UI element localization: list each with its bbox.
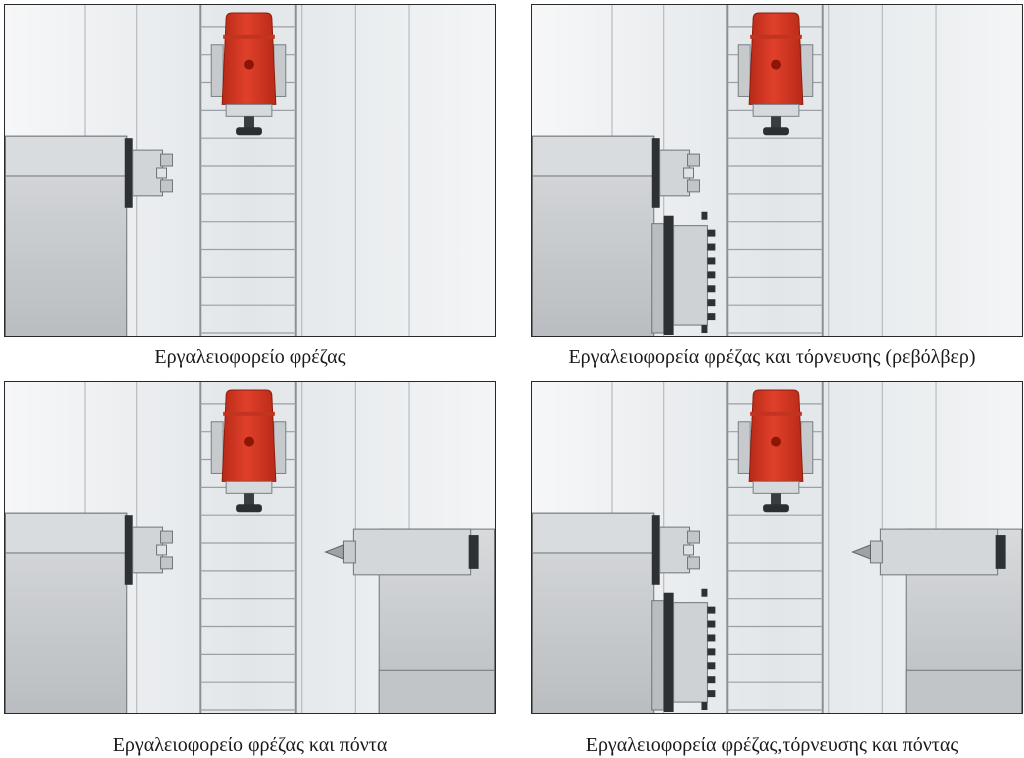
chuck-jaw-mid — [156, 544, 168, 556]
spindle-side-right — [800, 44, 814, 97]
revolver-tip-bottom — [701, 702, 708, 711]
tailstock-quill-housing — [879, 528, 999, 576]
revolver-tool-slot-2 — [707, 634, 716, 642]
spindle-collar — [752, 103, 800, 117]
revolver-tool-slot-3 — [707, 271, 716, 279]
revolver-tool-slot-1 — [707, 243, 716, 251]
revolver-tool-slot-6 — [707, 313, 716, 321]
tool-holder — [771, 493, 781, 506]
revolver-turret — [673, 225, 708, 326]
milling-tool — [236, 127, 262, 136]
milling-tool — [236, 504, 262, 513]
chuck-jaw-top — [687, 530, 700, 544]
headstock-top — [532, 135, 655, 177]
spindle-flange — [651, 515, 660, 585]
milling-magazine-drawing — [5, 5, 495, 336]
spindle-band — [750, 411, 802, 416]
tailstock-handwheel — [995, 535, 1006, 569]
milling-tool — [763, 504, 789, 513]
chuck-jaw-bottom — [687, 179, 700, 193]
tailstock-quill — [342, 540, 356, 564]
revolver-tool-slot-4 — [707, 285, 716, 293]
caption-milling-turning-tailstock: Εργαλειοφορεία φρέζας,τόρνευσης και πόντ… — [585, 734, 959, 756]
spindle-collar — [752, 480, 800, 494]
milling-spindle-head — [748, 12, 804, 105]
revolver-tool-slot-5 — [707, 299, 716, 307]
milling-spindle-head — [221, 12, 277, 105]
revolver-tool-slot-0 — [707, 606, 716, 614]
chuck-jaw-mid — [156, 167, 168, 179]
spindle-side-left — [210, 421, 224, 474]
panel-milling-tailstock — [4, 381, 496, 714]
spindle-band — [223, 411, 275, 416]
milling-spindle-head — [748, 389, 804, 482]
tailstock-base — [378, 669, 495, 713]
caption-milling-tailstock: Εργαλειοφορείο φρέζας και πόντα — [112, 734, 388, 756]
spindle-band — [750, 34, 802, 39]
tailstock-base — [905, 669, 1022, 713]
chuck-jaw-top — [687, 153, 700, 167]
chuck-jaw-bottom — [687, 556, 700, 570]
spindle-side-right — [273, 44, 287, 97]
chuck-jaw-top — [160, 153, 173, 167]
tool-holder — [244, 493, 254, 506]
revolver-tool-slot-6 — [707, 690, 716, 698]
headstock-top — [532, 512, 655, 554]
spindle-flange — [651, 138, 660, 208]
revolver-base — [651, 223, 665, 334]
milling-tool — [763, 127, 789, 136]
panel-milling-turning-tailstock — [531, 381, 1023, 714]
spindle-indicator-dot — [771, 436, 781, 447]
spindle-side-left — [737, 421, 751, 474]
revolver-tool-slot-5 — [707, 676, 716, 684]
spindle-side-left — [210, 44, 224, 97]
spindle-flange — [124, 138, 133, 208]
revolver-tool-slot-4 — [707, 662, 716, 670]
chuck-jaw-mid — [683, 544, 695, 556]
spindle-collar — [225, 480, 273, 494]
spindle-side-right — [800, 421, 814, 474]
panel-milling-magazine — [4, 4, 496, 337]
spindle-side-left — [737, 44, 751, 97]
panel-milling-turning-revolver — [531, 4, 1023, 337]
spindle-flange — [124, 515, 133, 585]
revolver-flange — [663, 592, 674, 713]
revolver-flange — [663, 215, 674, 336]
spindle-side-right — [273, 421, 287, 474]
spindle-indicator-dot — [771, 59, 781, 70]
headstock-top — [5, 512, 128, 554]
tailstock-quill — [869, 540, 883, 564]
spindle-indicator-dot — [244, 59, 254, 70]
revolver-tip-bottom — [701, 325, 708, 334]
revolver-base — [651, 600, 665, 711]
milling-turning-tailstock-drawing — [532, 382, 1022, 713]
milling-spindle-head — [221, 389, 277, 482]
headstock-top — [5, 135, 128, 177]
revolver-tool-slot-1 — [707, 620, 716, 628]
tailstock-center-point — [851, 544, 871, 560]
spindle-band — [223, 34, 275, 39]
chuck-jaw-bottom — [160, 556, 173, 570]
tool-holder — [244, 116, 254, 129]
revolver-turret — [673, 602, 708, 703]
caption-milling-magazine: Εργαλειοφορείο φρέζας — [154, 346, 346, 368]
chuck-jaw-top — [160, 530, 173, 544]
revolver-tool-slot-2 — [707, 257, 716, 265]
chuck-jaw-mid — [683, 167, 695, 179]
caption-milling-turning-revolver: Εργαλειοφορεία φρέζας και τόρνευσης (ρεβ… — [568, 346, 976, 368]
revolver-tool-slot-3 — [707, 648, 716, 656]
revolver-tip-top — [701, 211, 708, 220]
spindle-collar — [225, 103, 273, 117]
chuck-jaw-bottom — [160, 179, 173, 193]
tailstock-center-point — [324, 544, 344, 560]
spindle-indicator-dot — [244, 436, 254, 447]
tailstock-quill-housing — [352, 528, 472, 576]
milling-tailstock-drawing — [5, 382, 495, 713]
milling-turning-revolver-drawing — [532, 5, 1022, 336]
revolver-tip-top — [701, 588, 708, 597]
revolver-tool-slot-0 — [707, 229, 716, 237]
tool-holder — [771, 116, 781, 129]
tailstock-handwheel — [468, 535, 479, 569]
